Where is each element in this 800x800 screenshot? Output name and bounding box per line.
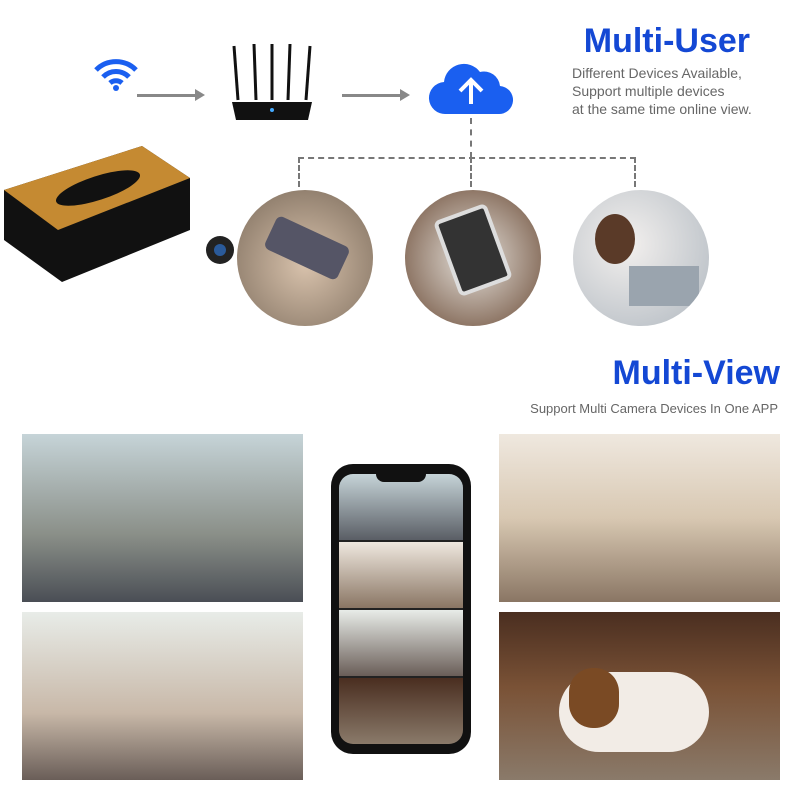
toast-party-photo <box>499 434 780 602</box>
tissue-box-camera <box>4 146 234 282</box>
wifi-icon <box>94 59 138 91</box>
multi-user-line: at the same time online view. <box>572 101 752 117</box>
laptop-user-photo <box>573 190 709 326</box>
camera-feed-1[interactable] <box>339 474 463 540</box>
router-icon <box>232 43 312 120</box>
multi-user-title: Multi-User <box>583 22 750 60</box>
connector-line <box>298 157 636 187</box>
multi-user-line: Support multiple devices <box>572 83 725 99</box>
camera-feed-3[interactable] <box>339 610 463 676</box>
multi-view-subtitle: Support Multi Camera Devices In One APP <box>530 401 778 416</box>
multi-user-line: Different Devices Available, <box>572 65 742 81</box>
smartphone-app-view <box>331 464 471 754</box>
party-family-photo <box>22 612 303 780</box>
connector-line <box>470 157 472 187</box>
cloud-upload-icon <box>428 63 514 115</box>
phone-user-photo <box>237 190 373 326</box>
multi-view-title: Multi-View <box>612 354 781 392</box>
tablet-user-photo <box>405 190 541 326</box>
friends-photo <box>22 434 303 602</box>
arrow-right-icon <box>342 89 410 101</box>
connector-line <box>470 118 472 158</box>
camera-feed-2[interactable] <box>339 542 463 608</box>
arrow-right-icon <box>137 89 205 101</box>
puppy-photo <box>499 612 780 780</box>
camera-feed-4[interactable] <box>339 678 463 744</box>
